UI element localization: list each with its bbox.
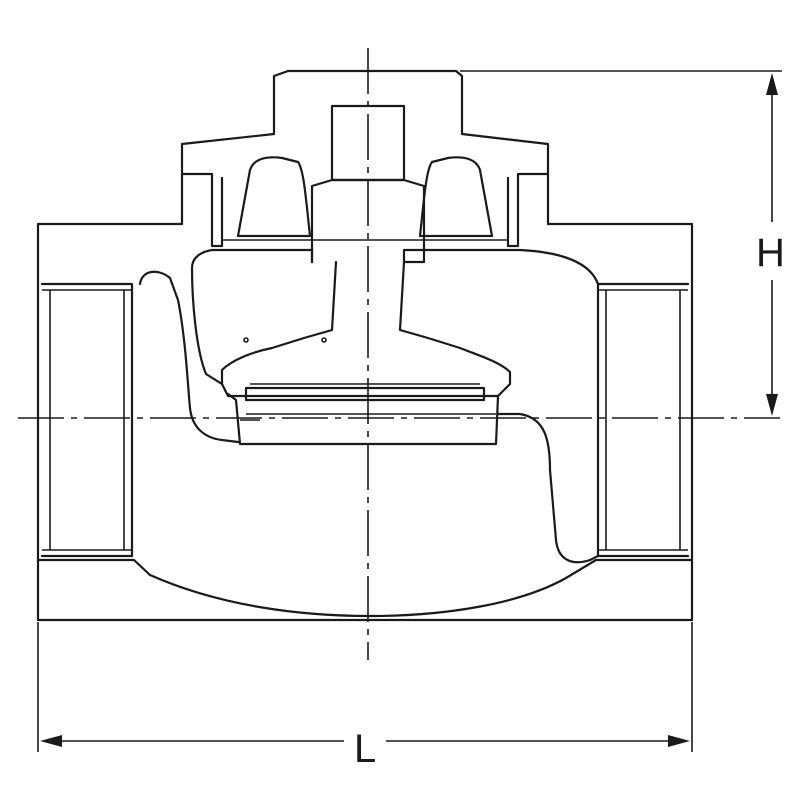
left-guide-fin [236, 156, 312, 238]
bonnet-inner-right [506, 172, 550, 248]
right-port-outline [596, 282, 690, 558]
left-port-outline [40, 282, 134, 558]
body-bottom-curve [36, 558, 694, 618]
bonnet-inner-left [180, 172, 224, 248]
left-chamber-wall [138, 270, 240, 444]
disc-seat [244, 386, 486, 402]
right-guide-fin [418, 156, 494, 238]
height-label: H [756, 231, 785, 275]
height-arrow-top [766, 73, 778, 95]
height-arrow-bottom [766, 394, 778, 416]
stem [220, 178, 512, 398]
height-dimension: H [460, 70, 785, 416]
length-arrow-left [40, 735, 62, 747]
length-dimension: L [37, 622, 693, 771]
bonnet [180, 156, 550, 248]
body-outline [36, 69, 694, 622]
center-lines [18, 48, 780, 660]
valve-body [36, 69, 694, 622]
right-chamber-wall [496, 412, 600, 564]
stem-disc-assembly [220, 104, 512, 446]
flow-passage [138, 248, 600, 564]
disc-holder [226, 392, 500, 446]
right-port [596, 282, 690, 558]
left-port [40, 282, 134, 558]
length-label: L [354, 727, 376, 771]
upper-cavity [190, 248, 314, 386]
length-arrow-right [668, 735, 690, 747]
